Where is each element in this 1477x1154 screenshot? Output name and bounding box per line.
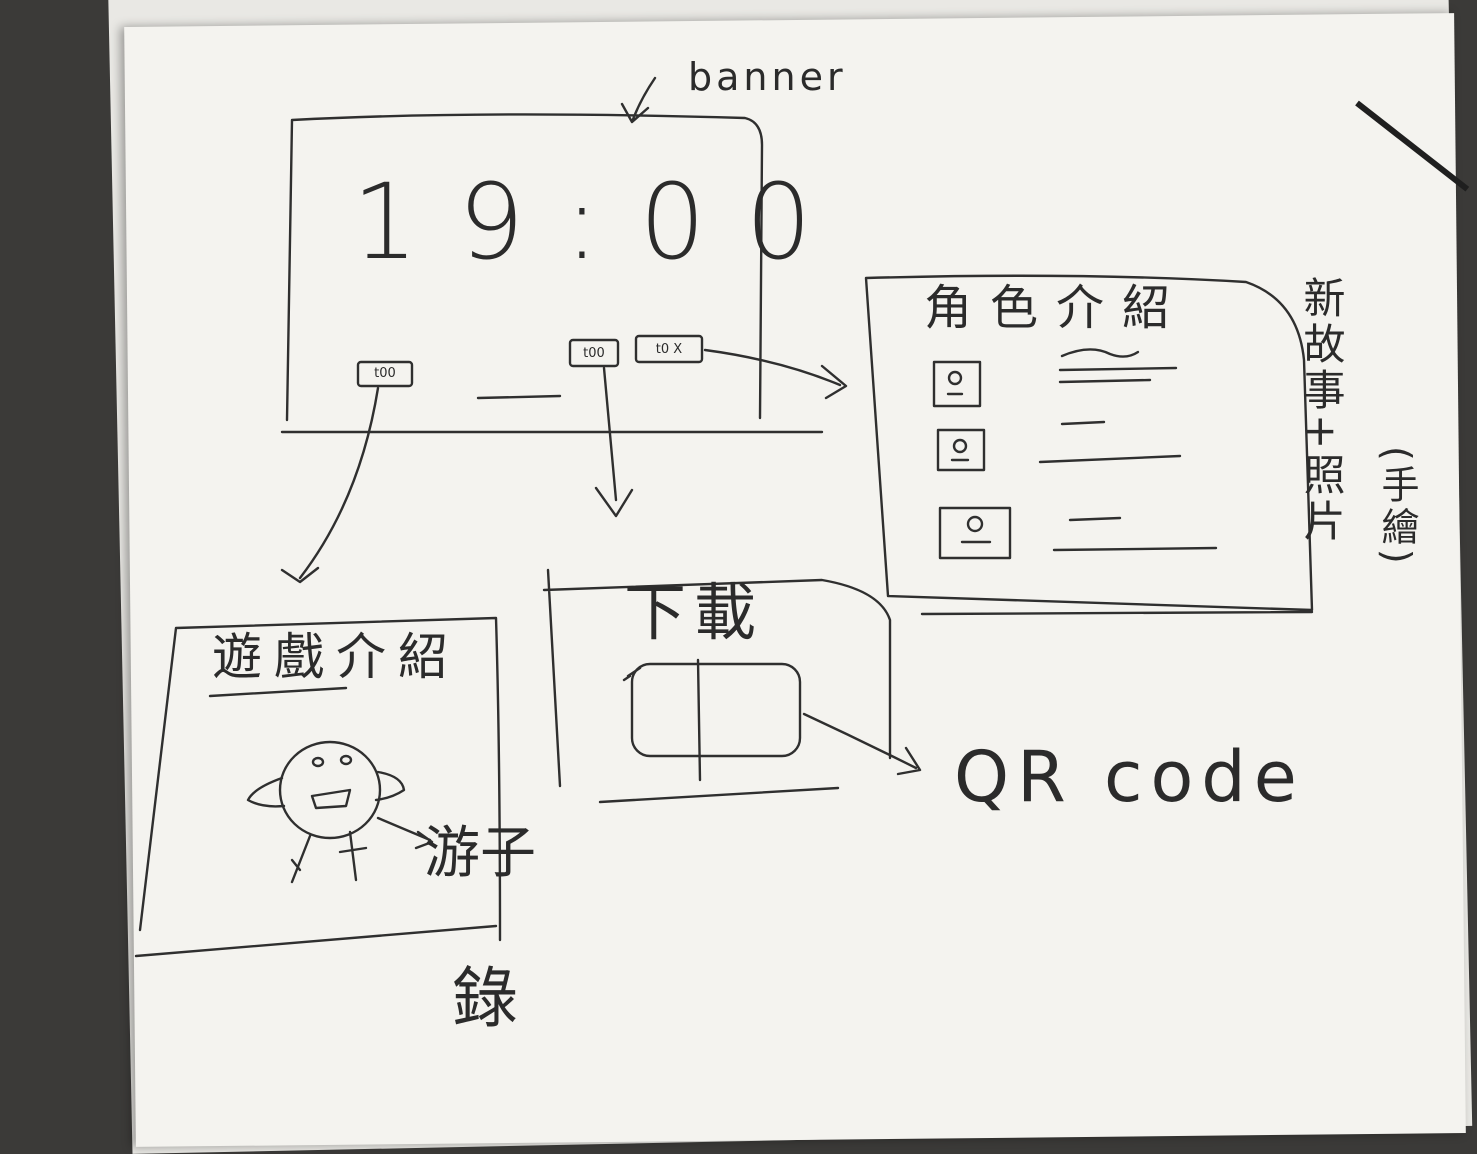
- download-title: 下載: [624, 576, 765, 649]
- char-line-2b: [1038, 454, 1182, 464]
- qr-code-label: QR code: [954, 736, 1305, 818]
- clock-display: 19:00: [352, 161, 852, 283]
- char-line-2a: [1060, 420, 1106, 426]
- banner-underline: [476, 394, 562, 400]
- character-note: 新故事+照片: [1297, 276, 1346, 546]
- avatar-3: [938, 506, 1012, 560]
- game-note-bottom: 錄: [452, 960, 518, 1037]
- button-left-frame: [356, 360, 414, 388]
- game-title: 遊戲介紹: [212, 628, 460, 686]
- char-line-1a: [1060, 348, 1140, 358]
- char-line-1c: [1058, 378, 1152, 384]
- arrow-to-game: [280, 386, 380, 584]
- sketch-drawing: [134, 76, 1314, 958]
- button-left[interactable]: t00: [374, 366, 396, 381]
- button-mid-frame: [568, 338, 620, 368]
- button-right[interactable]: t0 X: [655, 342, 683, 357]
- button-mid[interactable]: t00: [583, 346, 605, 361]
- doodle-arrow: [376, 816, 434, 850]
- arrow-to-character: [703, 348, 848, 400]
- char-line-1b: [1058, 366, 1178, 372]
- arrow-to-download: [594, 366, 634, 518]
- game-note-top: 游子: [424, 821, 536, 886]
- avatar-1: [932, 360, 982, 408]
- char-line-3a: [1068, 516, 1122, 522]
- character-title: 角色介紹: [924, 280, 1189, 336]
- game-frame: [134, 616, 502, 958]
- avatar-2: [936, 428, 986, 472]
- banner-label: banner: [688, 55, 847, 99]
- banner-frame: [285, 113, 764, 422]
- character-note-paren: (手繪): [1375, 446, 1419, 568]
- phone-outline: [630, 662, 802, 758]
- game-title-underline: [208, 686, 348, 698]
- char-line-3b: [1052, 546, 1218, 552]
- download-frame: [542, 568, 892, 804]
- doodle-head: [278, 740, 382, 840]
- banner-arrow: [620, 76, 657, 124]
- arrow-to-qr: [802, 712, 922, 776]
- button-right-frame: [634, 334, 704, 364]
- character-frame: [864, 274, 1314, 616]
